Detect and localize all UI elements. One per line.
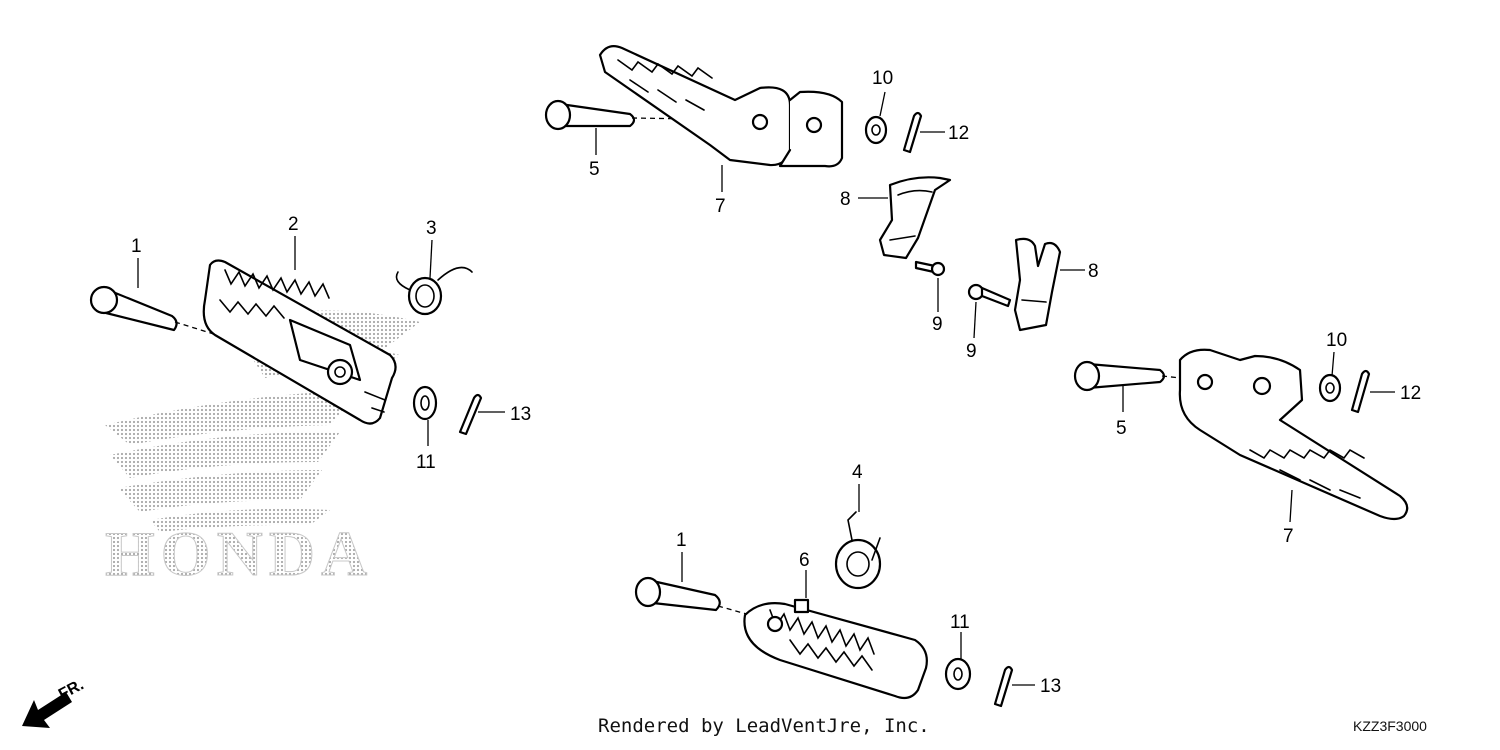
- washer-11-lower: [944, 657, 972, 691]
- callout-3: 3: [426, 218, 437, 239]
- washer-10-upper: [864, 115, 888, 145]
- leader-lines: [137, 91, 1395, 686]
- pin-1-left: [89, 285, 178, 332]
- callout-10-right: 10: [1326, 330, 1347, 351]
- callout-2: 2: [288, 214, 299, 235]
- front-direction-arrow-icon: [22, 692, 72, 728]
- callout-6: 6: [799, 550, 810, 571]
- callout-7-upper: 7: [715, 196, 726, 217]
- spring-4-lower: [834, 511, 882, 590]
- washer-10-right: [1318, 373, 1342, 403]
- callout-13-lower: 13: [1040, 676, 1061, 697]
- callout-1-lower: 1: [676, 530, 687, 551]
- callout-10-upper: 10: [872, 68, 893, 89]
- diagram-code: KZZ3F3000: [1353, 718, 1427, 734]
- callout-5-right: 5: [1116, 418, 1127, 439]
- callout-11-lower: 11: [950, 612, 970, 633]
- pin-5-upper: [544, 99, 636, 131]
- callout-7-right: 7: [1283, 526, 1294, 547]
- callout-12-right: 12: [1400, 383, 1421, 404]
- clamp-8-lower: [1013, 237, 1062, 332]
- callout-9-lower: 9: [966, 341, 977, 362]
- callout-5-upper: 5: [589, 159, 600, 180]
- cotter-pin-13-lower: [993, 665, 1014, 708]
- washer-11-left: [412, 385, 438, 421]
- callout-9-upper: 9: [932, 314, 943, 335]
- bracket-7-upper: [598, 45, 844, 168]
- callout-11-left: 11: [416, 452, 436, 473]
- bolt-9-lower: [967, 283, 1012, 308]
- pin-1-lower: [634, 576, 721, 612]
- bracket-7-right: [1178, 348, 1409, 521]
- bolt-9-upper: [914, 260, 946, 277]
- cotter-pin-12-upper: [902, 111, 923, 154]
- footpeg-2-left: [202, 259, 397, 425]
- callout-8-lower: 8: [1088, 261, 1099, 282]
- honda-logo-text: HONDA: [105, 518, 373, 589]
- spring-3-left: [395, 266, 473, 316]
- callout-13-left: 13: [510, 404, 531, 425]
- pin-5-right: [1073, 360, 1166, 392]
- clamp-8-upper: [878, 176, 952, 260]
- footpeg-6-lower: [743, 598, 928, 700]
- callout-1-left: 1: [131, 236, 142, 257]
- callout-4: 4: [852, 462, 863, 483]
- render-credit: Rendered by LeadVentJre, Inc.: [598, 715, 930, 737]
- cotter-pin-12-right: [1350, 369, 1371, 414]
- callout-8-upper: 8: [840, 189, 851, 210]
- cotter-pin-13-left: [458, 393, 483, 436]
- callout-12-upper: 12: [948, 123, 969, 144]
